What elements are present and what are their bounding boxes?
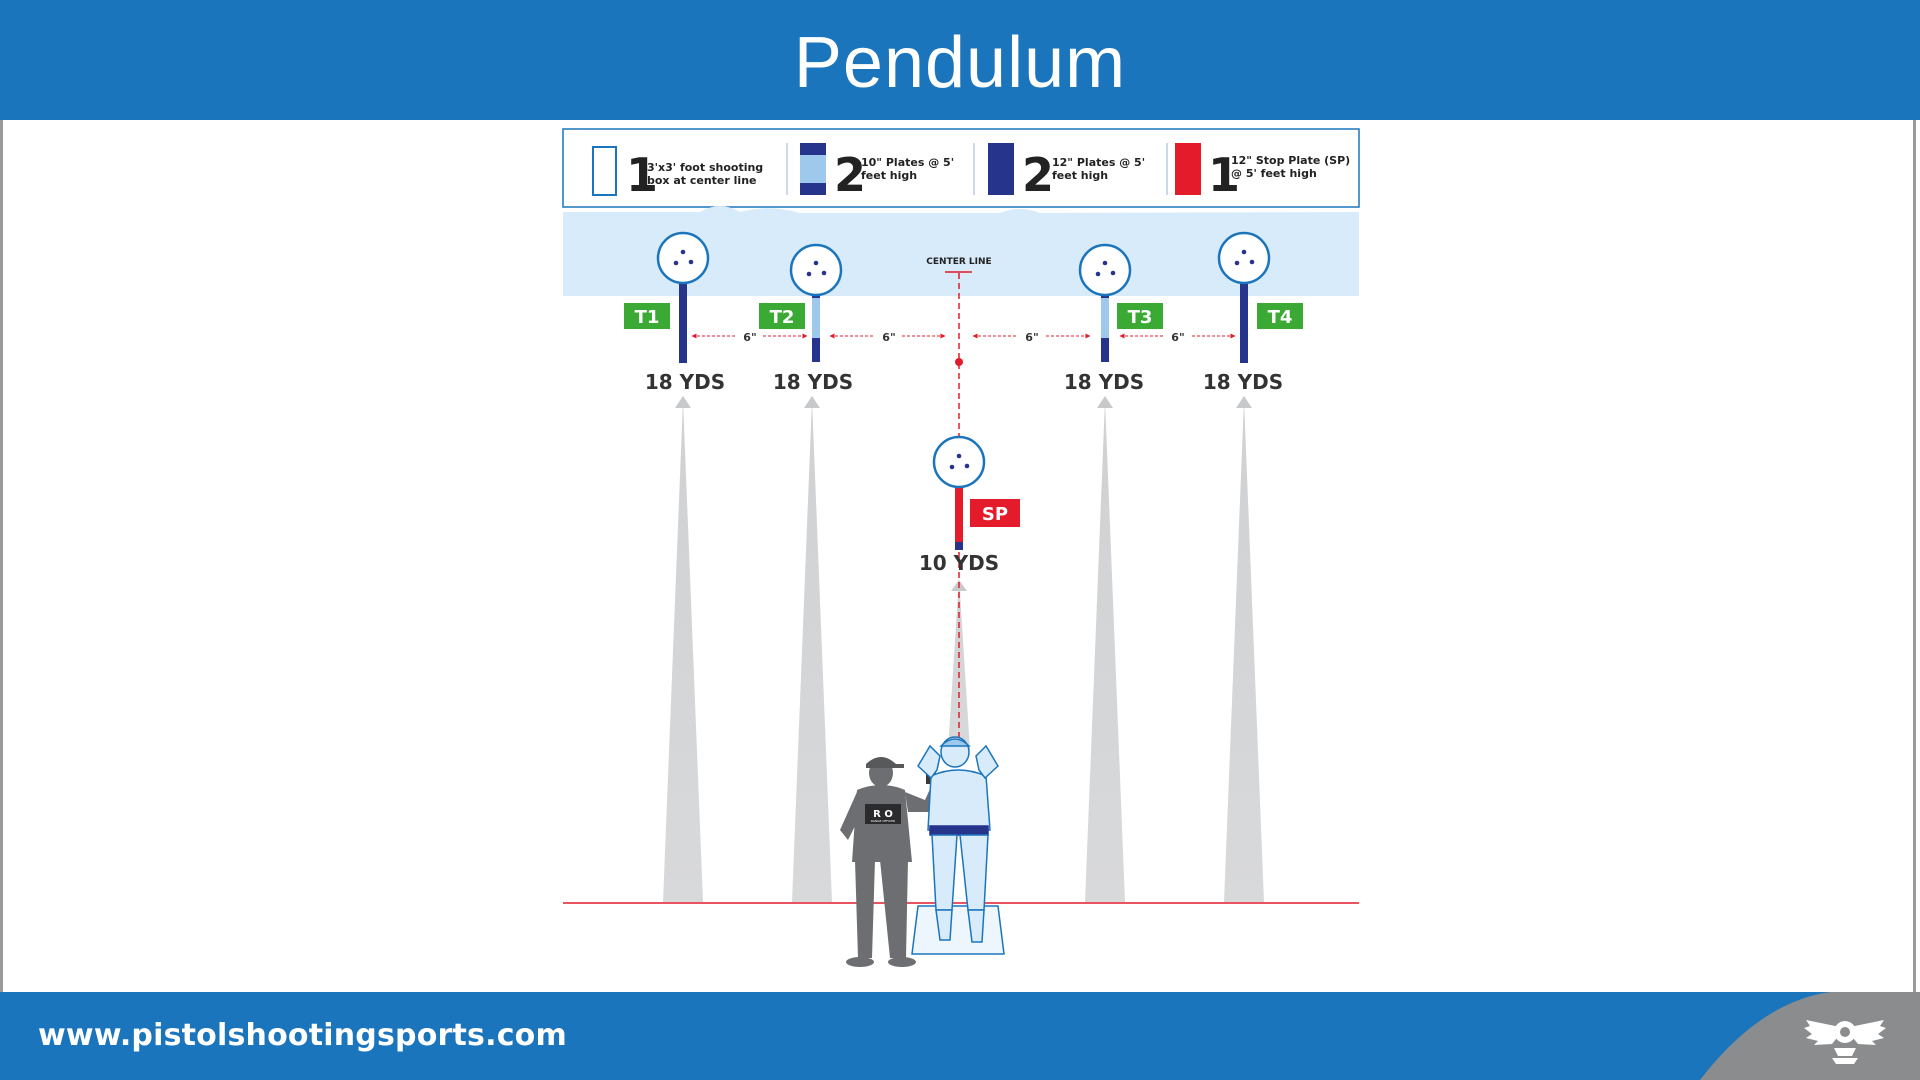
distance-label: 18 YDS [1064,370,1144,394]
spacing-labels: 6" 6" 6" 6" [743,331,1184,344]
distance-label: 18 YDS [645,370,725,394]
legend-label: 10" Plates @ 5' [861,156,954,169]
content-frame [0,120,1916,992]
steel-plate [656,231,710,285]
ro-badge [865,804,901,824]
target-post [955,484,963,550]
target-tag: T4 [1268,307,1293,328]
navy-plate-swatch [988,143,1014,195]
legend-panel: 1 3'x3' foot shooting box at center line… [562,128,1360,208]
arrowhead-t3 [1097,396,1113,408]
tag-bg [1257,303,1303,329]
target-tag: T2 [770,307,795,328]
legend-label: 12" Stop Plate (SP) [1231,154,1350,167]
tag-bg [1117,303,1163,329]
target-t1: T1 18 YDS [624,231,725,394]
arrowhead-t2 [804,396,820,408]
stop-plate-swatch [1175,143,1201,195]
legend-label: 3'x3' foot shooting [647,161,763,174]
tag-bg [624,303,670,329]
target-tag: SP [982,504,1008,525]
legend-label: feet high [1052,169,1108,182]
target-t4: T4 18 YDS [1203,231,1303,394]
sky-band [563,206,1359,296]
spacing-label: 6" [743,331,756,344]
footer-bar [0,992,1920,1080]
tag-bg [970,499,1020,527]
legend-count: 1 [626,148,658,202]
steel-plate [789,243,843,297]
target-post [812,298,820,338]
tag-bg [759,303,805,329]
beam-t3 [1085,400,1125,902]
winged-logo-icon [1804,1020,1886,1064]
page-title: Pendulum [793,23,1127,103]
distance-label: 18 YDS [1203,370,1283,394]
beam-t2 [792,400,832,902]
footer-website-link[interactable]: www.pistolshootingsports.com [38,1018,567,1053]
beam-t4 [1224,400,1264,902]
legend-count: 2 [834,148,866,202]
arrowhead-t4 [1236,396,1252,408]
shooting-box [911,905,1005,955]
ro-badge-label: R O [873,809,893,820]
target-post [1240,283,1248,363]
legend-count: 2 [1022,148,1054,202]
shooting-box-swatch [592,146,617,196]
arrowhead-t1 [675,396,691,408]
steel-plate [1217,231,1271,285]
target-post [1101,298,1109,338]
target-sp: SP 10 YDS [919,435,1020,575]
target-t3: T3 18 YDS [1064,243,1163,394]
legend-label: box at center line [647,174,756,187]
beam-t1 [663,400,703,902]
light-plate-swatch [800,155,826,183]
legend-count: 1 [1208,148,1240,202]
steel-plate [1078,243,1132,297]
distance-label: 10 YDS [919,551,999,575]
legend-item-shooting-box: 1 3'x3' foot shooting box at center line [592,146,763,202]
target-t2: T2 18 YDS [759,243,853,394]
legend-item-12in-plates: 2 12" Plates @ 5' feet high [988,143,1145,202]
target-post [679,283,687,363]
legend-label: @ 5' feet high [1231,167,1317,180]
legend-item-10in-plates: 2 10" Plates @ 5' feet high [800,143,954,202]
ro-badge-sublabel: RANGE OFFICER [871,819,895,823]
target-tag: T1 [635,307,660,328]
legend-item-stop-plate: 1 12" Stop Plate (SP) @ 5' feet high [1175,143,1350,202]
legend-label: 12" Plates @ 5' [1052,156,1145,169]
steel-plate [932,435,986,489]
center-line-label: CENTER LINE [926,257,991,267]
center-line: CENTER LINE [926,257,992,742]
spacing-label: 6" [1025,331,1038,344]
spacing-label: 6" [1171,331,1184,344]
shooter-figure [917,736,999,943]
legend-label: feet high [861,169,917,182]
target-tag: T3 [1128,307,1153,328]
distance-label: 18 YDS [773,370,853,394]
spacing-label: 6" [882,331,895,344]
header-bar: Pendulum [0,0,1920,120]
